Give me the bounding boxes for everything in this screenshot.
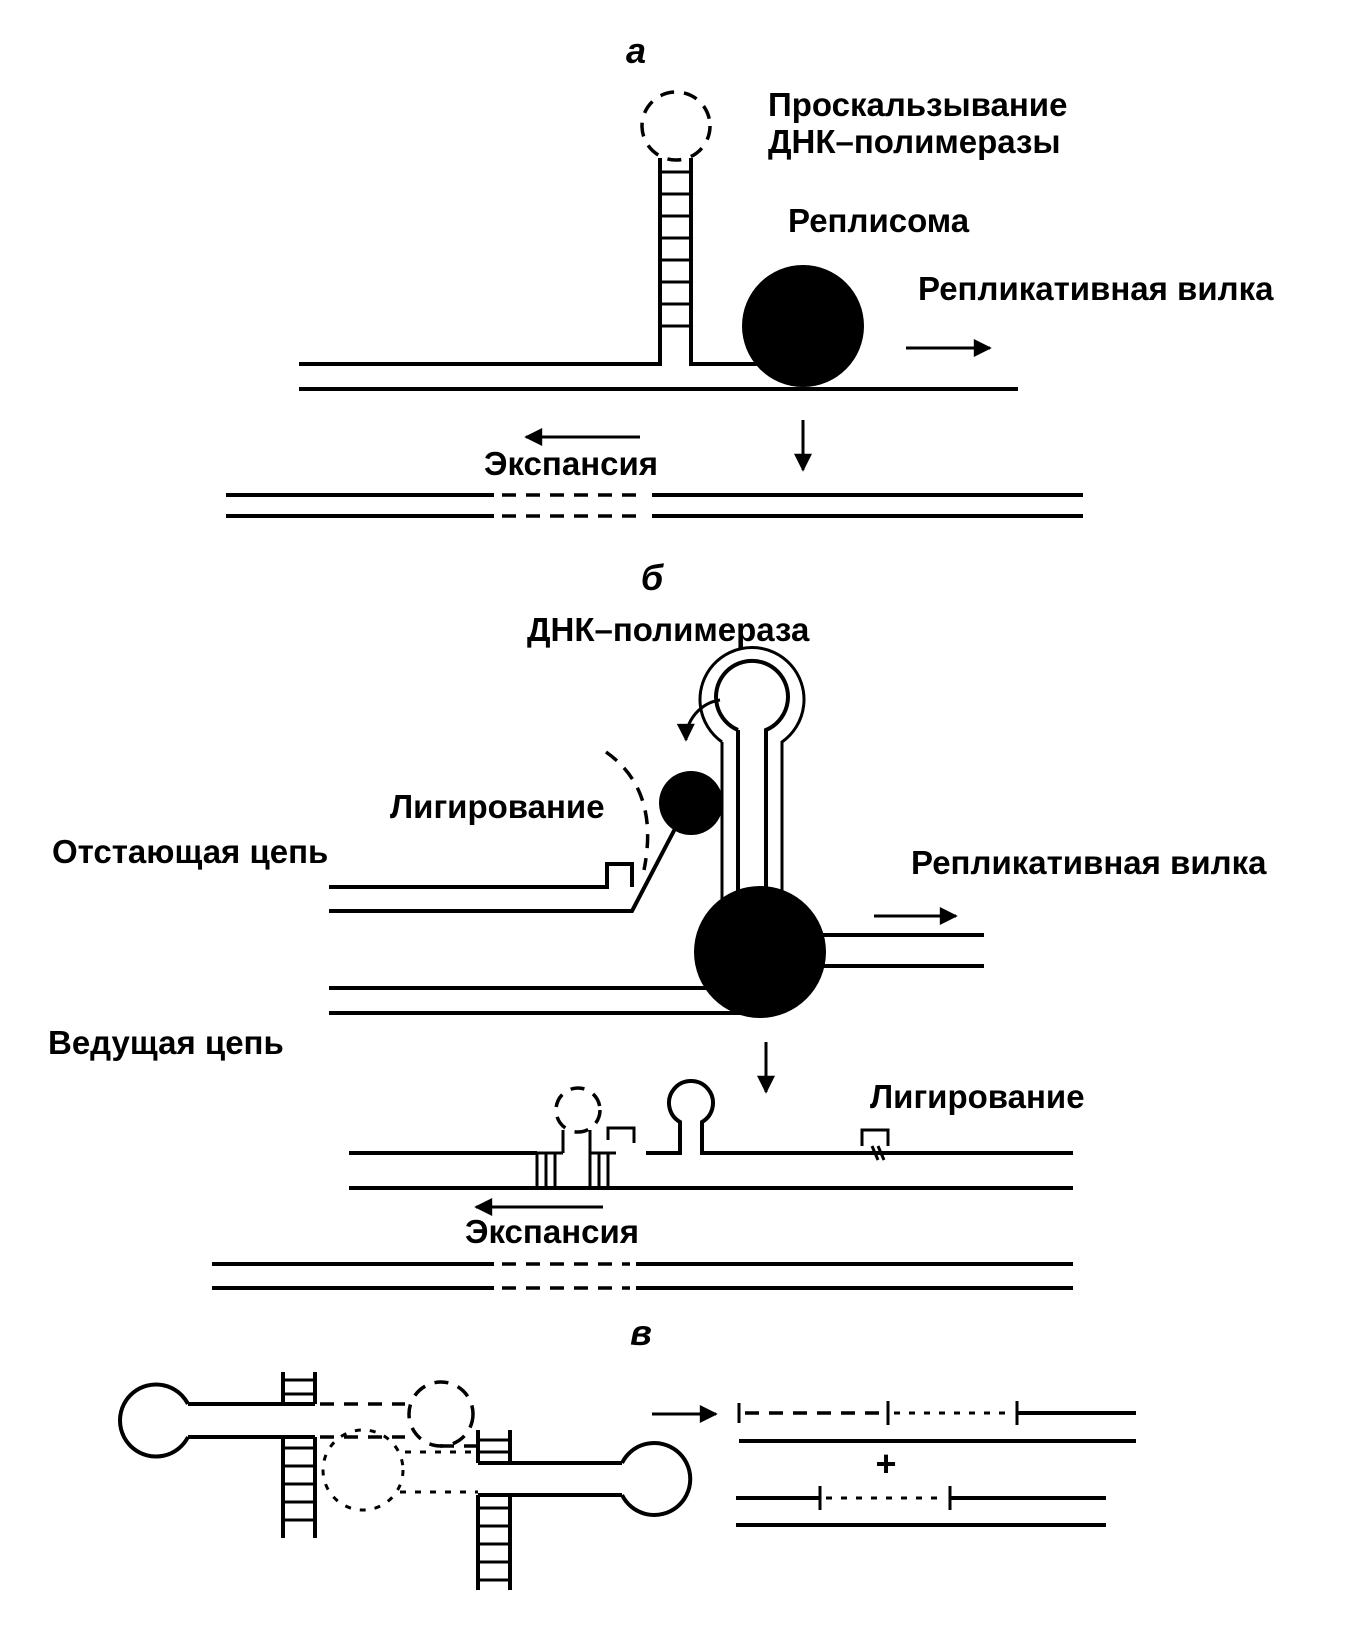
product-2-c xyxy=(736,1486,1106,1527)
slippage-label-line1: Проскальзывание xyxy=(768,86,1067,123)
dashed-loops-c xyxy=(320,1380,480,1512)
expansion-label-a: Экспансия xyxy=(484,445,658,482)
ligation-label-b2: Лигирование xyxy=(870,1078,1085,1115)
replisome-label: Реплисома xyxy=(788,202,970,239)
panel-a-label: а xyxy=(626,30,646,71)
panel-c: в xyxy=(118,1312,1136,1590)
ligase-sphere xyxy=(659,771,723,835)
panel-a: а Проскальзывание ДНК–полимеразы Реплисо… xyxy=(226,30,1274,518)
lagging-strand xyxy=(329,822,680,913)
polymerase-hairpin xyxy=(698,646,806,905)
slipped-loop xyxy=(640,90,712,162)
replication-fork-label-a: Репликативная вилка xyxy=(918,270,1274,307)
product-duplex-b xyxy=(349,1078,1073,1190)
panel-b: б ДНК–полимераза Лигирование Отстающая ц… xyxy=(48,557,1267,1290)
slippage-label-line2: ДНК–полимеразы xyxy=(768,123,1061,160)
panel-b-label: б xyxy=(641,557,665,598)
leading-strand-label: Ведущая цепь xyxy=(48,1024,284,1061)
lagging-strand-label: Отстающая цепь xyxy=(52,833,328,870)
expanded-duplex-a xyxy=(226,493,1083,518)
right-hairpin-structure xyxy=(476,1430,693,1590)
replication-fork-label-b: Репликативная вилка xyxy=(911,844,1267,881)
parental-duplex-b xyxy=(820,933,984,968)
left-hairpin-structure xyxy=(118,1372,317,1538)
dna-polymerase-label: ДНК–полимераза xyxy=(527,611,810,648)
replisome-a xyxy=(742,265,864,387)
ligation-dashed-arc xyxy=(604,750,650,871)
plus-sign: + xyxy=(875,1443,896,1484)
dna-duplex-a xyxy=(299,362,1018,391)
panel-c-label: в xyxy=(630,1312,652,1353)
leading-strand xyxy=(329,986,740,1015)
hairpin-stem-a xyxy=(658,158,693,366)
expanded-duplex-b xyxy=(212,1262,1073,1290)
ligation-label-b: Лигирование xyxy=(390,788,605,825)
expansion-label-b: Экспансия xyxy=(465,1213,639,1250)
loop-rotation-arrow xyxy=(676,698,721,742)
product-1-c xyxy=(737,1401,1136,1443)
replisome-b xyxy=(694,886,826,1018)
